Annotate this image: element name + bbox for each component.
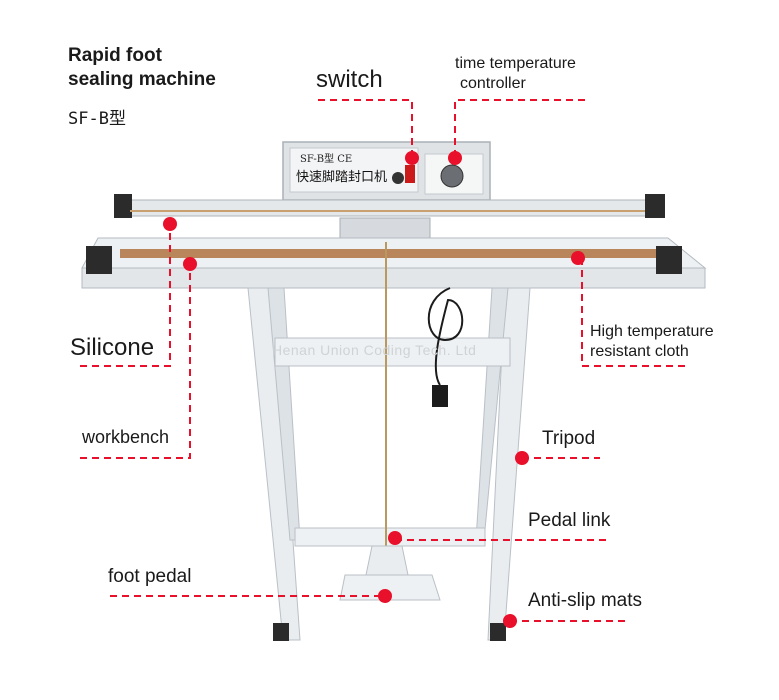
title-line-1: Rapid foot [68,45,162,66]
silicone-marker-icon [163,217,177,231]
cloth-marker-icon [571,251,585,265]
power-cord [427,287,464,386]
upper-arm [117,199,664,217]
workbench-front [81,267,706,289]
upper-arm-right-cap [645,194,665,218]
pedal-bracket [365,545,409,576]
plug-icon [432,385,448,407]
cloth-label-line-2: resistant cloth [590,343,689,360]
controller-label-line-2: controller [460,75,526,92]
upper-arm-left-cap [114,194,132,218]
switch-marker-icon [405,151,419,165]
left-front-leg [247,287,301,641]
switch-label: switch [316,66,383,93]
left-foot-mat [273,623,289,641]
silicone-leader [80,224,171,367]
foot-pedal-marker-icon [378,589,392,603]
cloth-label-line-1: High temperature [590,323,714,340]
switch-leader [318,99,413,158]
workbench-left-cap [86,246,112,274]
panel-name-text: 快速脚踏封口机 [296,170,388,185]
knob-icon [392,172,404,184]
markers [163,151,585,628]
anti-slip-label: Anti-slip mats [528,590,643,611]
right-foot-mat [490,623,506,641]
upper-crossbar [274,337,511,367]
workbench-label: workbench [82,427,170,447]
model-number: SF-B型 [68,109,126,129]
heat-strip [120,249,660,258]
foot-pedal-label: foot pedal [108,566,192,587]
controller-leader [454,99,585,158]
tripod-marker-icon [515,451,529,465]
workbench-marker-icon [183,257,197,271]
title-line-2: sealing machine [68,69,216,90]
watermark: Henan Union Coding Tech. Ltd [272,342,477,358]
silicone-label: Silicone [70,334,155,361]
anti-slip-marker-icon [503,614,517,628]
foot-pedal-plate [339,574,441,601]
control-panel-label [289,147,419,193]
power-switch-icon [405,165,415,183]
leader-lines [80,99,690,622]
pedal-link-label: Pedal link [528,510,611,531]
tripod-label: Tripod [542,428,596,449]
controller-marker-icon [448,151,462,165]
workbench-leader [80,264,191,459]
workbench-right-cap [656,246,682,274]
timer-dial-icon [440,164,464,188]
pedal-link-marker-icon [388,531,402,545]
cloth-leader [581,258,690,367]
controller-label-line-1: time temperature [455,55,576,72]
panel-model-text: SF-B型 CE [300,154,353,165]
